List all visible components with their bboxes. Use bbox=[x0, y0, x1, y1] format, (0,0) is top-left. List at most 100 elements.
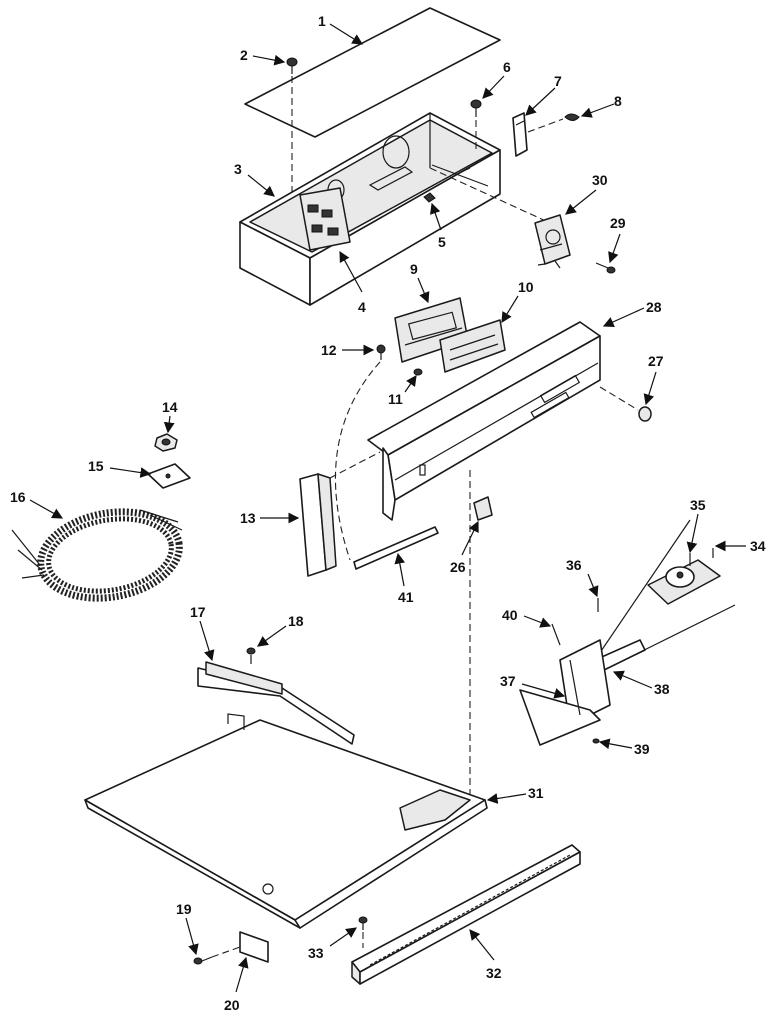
callout-26: 26 bbox=[450, 520, 479, 575]
part-35-timer-motor bbox=[647, 553, 721, 605]
svg-text:38: 38 bbox=[654, 681, 670, 697]
alignment-line bbox=[335, 361, 381, 561]
callout-4: 4 bbox=[339, 250, 366, 315]
svg-text:32: 32 bbox=[486, 965, 502, 981]
callout-1: 1 bbox=[318, 13, 364, 45]
svg-text:12: 12 bbox=[321, 342, 337, 358]
part-30-switch bbox=[534, 214, 571, 269]
part-19-screw bbox=[193, 956, 213, 965]
svg-text:7: 7 bbox=[554, 73, 562, 89]
svg-text:14: 14 bbox=[162, 399, 178, 415]
callout-29: 29 bbox=[608, 215, 626, 264]
part-2-screw bbox=[286, 57, 298, 74]
svg-text:37: 37 bbox=[500, 673, 516, 689]
part-39-screw bbox=[592, 738, 600, 744]
svg-text:20: 20 bbox=[224, 997, 240, 1013]
callout-8: 8 bbox=[580, 93, 622, 118]
svg-text:33: 33 bbox=[308, 945, 324, 961]
callout-9: 9 bbox=[410, 261, 430, 304]
callout-37: 37 bbox=[500, 673, 566, 699]
part-40-clip bbox=[551, 623, 561, 646]
callout-2: 2 bbox=[240, 47, 286, 66]
svg-text:35: 35 bbox=[690, 497, 706, 513]
part-14-nut bbox=[154, 433, 178, 452]
part-18-screw bbox=[246, 647, 256, 664]
part-11-screw bbox=[413, 368, 423, 376]
callout-11: 11 bbox=[388, 375, 417, 407]
part-37-bracket bbox=[519, 639, 611, 746]
callout-7: 7 bbox=[525, 73, 562, 116]
svg-text:28: 28 bbox=[646, 299, 662, 315]
svg-text:17: 17 bbox=[190, 604, 206, 620]
part-41-trim-strip bbox=[353, 526, 439, 570]
svg-text:26: 26 bbox=[450, 559, 466, 575]
svg-text:31: 31 bbox=[528, 785, 544, 801]
part-12-screw bbox=[376, 344, 386, 360]
part-26-clip bbox=[473, 496, 493, 521]
svg-text:18: 18 bbox=[288, 613, 304, 629]
alignment-line bbox=[329, 451, 381, 479]
part-6-screw bbox=[470, 99, 482, 117]
part-3-control-housing bbox=[239, 112, 501, 306]
callout-28: 28 bbox=[602, 299, 662, 327]
callout-33: 33 bbox=[308, 927, 357, 961]
callout-10: 10 bbox=[501, 279, 534, 324]
part-16-power-cord bbox=[11, 508, 183, 602]
svg-text:39: 39 bbox=[634, 741, 650, 757]
callout-35: 35 bbox=[686, 497, 706, 554]
callout-41: 41 bbox=[394, 552, 414, 605]
callout-5: 5 bbox=[430, 202, 446, 250]
callout-16: 16 bbox=[10, 489, 64, 519]
part-27-knob bbox=[638, 406, 652, 422]
part-31-base-panel bbox=[84, 713, 488, 929]
svg-text:40: 40 bbox=[502, 607, 518, 623]
svg-text:19: 19 bbox=[176, 901, 192, 917]
callout-40: 40 bbox=[502, 607, 552, 628]
callout-12: 12 bbox=[321, 342, 375, 358]
svg-text:41: 41 bbox=[398, 589, 414, 605]
part-5-screw bbox=[423, 192, 436, 203]
svg-text:9: 9 bbox=[410, 261, 418, 277]
part-32-trim-rail bbox=[351, 844, 581, 985]
part-8-clip bbox=[564, 113, 580, 121]
svg-text:1: 1 bbox=[318, 13, 326, 29]
svg-text:4: 4 bbox=[358, 299, 366, 315]
callout-13: 13 bbox=[240, 510, 300, 526]
callout-39: 39 bbox=[598, 738, 650, 757]
svg-text:16: 16 bbox=[10, 489, 26, 505]
alignment-line bbox=[599, 386, 639, 411]
part-17-top-cover bbox=[197, 661, 355, 745]
callout-27: 27 bbox=[643, 353, 664, 406]
svg-text:10: 10 bbox=[518, 279, 534, 295]
part-10-switch bbox=[439, 319, 506, 373]
svg-text:5: 5 bbox=[438, 234, 446, 250]
part-4-terminal-block bbox=[299, 187, 351, 251]
alignment-line bbox=[527, 118, 564, 133]
callout-17: 17 bbox=[190, 604, 215, 662]
svg-text:34: 34 bbox=[750, 538, 766, 554]
svg-text:15: 15 bbox=[88, 458, 104, 474]
callout-36: 36 bbox=[566, 557, 599, 598]
part-29-screw bbox=[595, 262, 616, 274]
callout-19: 19 bbox=[176, 901, 199, 956]
part-15-plate bbox=[147, 463, 191, 489]
svg-text:3: 3 bbox=[234, 161, 242, 177]
callout-6: 6 bbox=[482, 59, 511, 99]
svg-text:27: 27 bbox=[648, 353, 664, 369]
svg-text:6: 6 bbox=[503, 59, 511, 75]
callout-15: 15 bbox=[88, 458, 152, 478]
callout-18: 18 bbox=[257, 613, 304, 647]
callout-3: 3 bbox=[234, 161, 275, 197]
part-13-end-cap bbox=[299, 473, 337, 577]
callout-32: 32 bbox=[469, 929, 502, 981]
alignment-line bbox=[211, 946, 241, 958]
svg-text:2: 2 bbox=[240, 47, 248, 63]
svg-text:30: 30 bbox=[592, 172, 608, 188]
svg-text:13: 13 bbox=[240, 510, 256, 526]
callout-31: 31 bbox=[486, 785, 544, 804]
svg-text:8: 8 bbox=[614, 93, 622, 109]
part-28-control-panel bbox=[367, 321, 601, 521]
part-7-bracket bbox=[512, 112, 528, 157]
callout-30: 30 bbox=[565, 172, 608, 215]
part-20-bracket bbox=[239, 931, 269, 963]
